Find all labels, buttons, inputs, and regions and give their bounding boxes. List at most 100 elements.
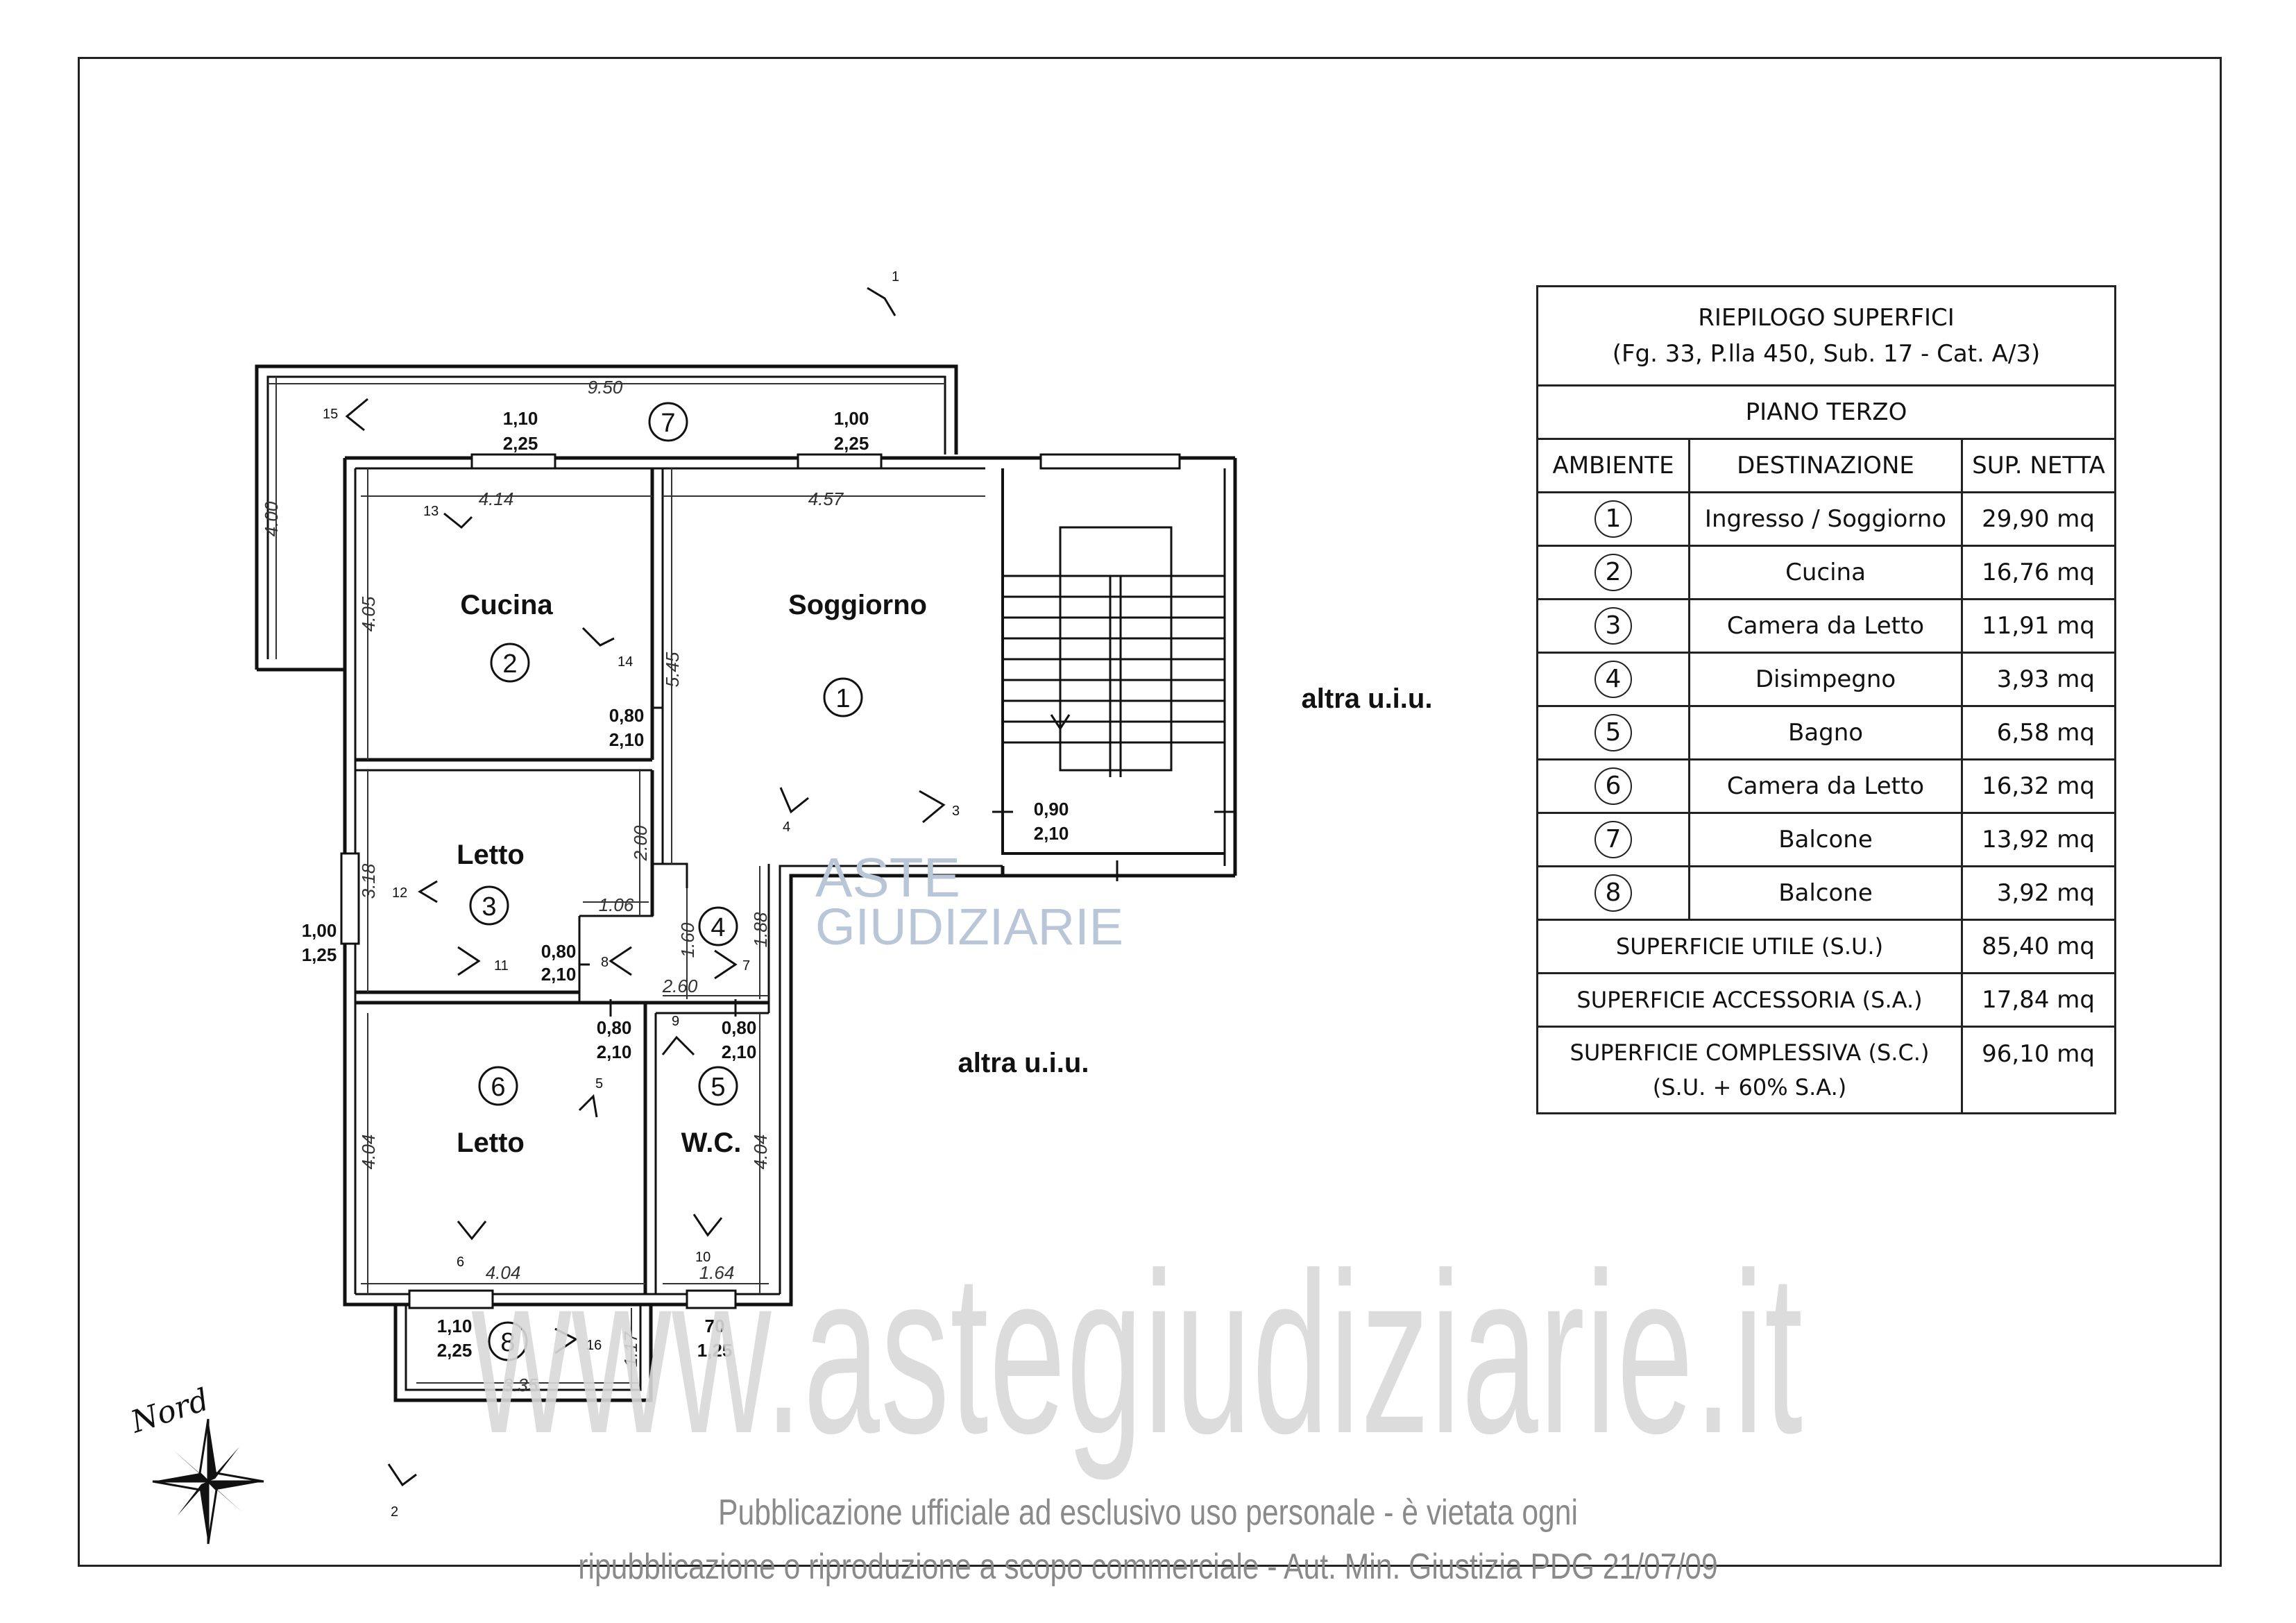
room-marker-6-label: 6 xyxy=(491,1073,505,1102)
opening-height: 2,10 xyxy=(541,964,577,985)
view-number: 4 xyxy=(783,819,790,835)
label-altra-uiu-2: altra u.i.u. xyxy=(958,1048,1089,1078)
opening-height: 2,25 xyxy=(437,1340,473,1361)
summary-title: RIEPILOGO SUPERFICI(Fg. 33, P.lla 450, S… xyxy=(1536,285,2116,386)
dim-text: 4.14 xyxy=(479,488,514,509)
opening-height: 1,25 xyxy=(697,1340,733,1361)
opening-height: 2,10 xyxy=(597,1042,632,1062)
opening-width: 0,90 xyxy=(1034,799,1069,819)
room-marker-3 xyxy=(469,885,509,926)
dim-text: 4.57 xyxy=(808,488,844,509)
surface-summary-table: RIEPILOGO SUPERFICI(Fg. 33, P.lla 450, S… xyxy=(1536,285,2116,1114)
opening-height: 2,25 xyxy=(834,433,869,454)
dim-text: 4.05 xyxy=(358,596,379,631)
opening-width: 1,00 xyxy=(302,920,337,941)
dim-text: 2.60 xyxy=(662,976,698,996)
opening-width: 1,10 xyxy=(437,1316,473,1336)
room-name-letto-3: Letto xyxy=(457,840,525,870)
window-wc xyxy=(686,1289,737,1309)
view-number: 3 xyxy=(952,804,960,819)
outer-wall-west xyxy=(343,458,651,1307)
sheet-frame xyxy=(78,57,2222,1567)
room-marker-8-label: 8 xyxy=(500,1328,515,1357)
window-letto3 xyxy=(340,852,360,945)
opening-height: 2,10 xyxy=(609,729,645,750)
sc-row: SUPERFICIE COMPLESSIVA (S.C.)(S.U. + 60%… xyxy=(1536,1026,2116,1114)
view-markers xyxy=(345,287,946,1487)
balcony8-wall xyxy=(393,1305,653,1402)
view-number: 9 xyxy=(672,1014,679,1029)
window-stair xyxy=(1039,453,1181,470)
view-number: 5 xyxy=(595,1076,603,1091)
dim-text: 4.04 xyxy=(750,1135,771,1170)
view-number: 15 xyxy=(323,407,338,422)
header-destinazione: DESTINAZIONE xyxy=(1688,438,1963,493)
window-soggiorno xyxy=(797,453,883,470)
room-name-letto-6: Letto xyxy=(457,1128,525,1158)
opening-height: 2,10 xyxy=(1034,823,1069,844)
view-number: 6 xyxy=(457,1255,464,1270)
opening-width: 1,00 xyxy=(834,408,869,429)
watermark-logo: ASTE GIUDIZIARIE xyxy=(815,850,1123,953)
balcony7-outer-wall xyxy=(255,364,958,670)
watermark-logo-line2: GIUDIZIARIE xyxy=(815,898,1124,955)
dim-text: 4.04 xyxy=(358,1135,379,1170)
room-marker-8 xyxy=(488,1321,528,1361)
room-marker-1-label: 1 xyxy=(835,684,850,713)
window-cucina xyxy=(470,453,556,470)
dim-text: 3.35 xyxy=(503,1375,538,1395)
room-marker-1 xyxy=(823,677,863,717)
view-number: 12 xyxy=(392,885,407,901)
opening-width: 1,10 xyxy=(503,408,538,429)
view-number: 10 xyxy=(695,1250,711,1265)
view-number: 2 xyxy=(391,1504,398,1520)
room-marker-2-label: 2 xyxy=(502,649,517,679)
dim-text: 9.50 xyxy=(588,377,623,398)
view-number: 13 xyxy=(423,504,439,519)
disclaimer-line2: ripubblicazione o riproduzione a scopo c… xyxy=(578,1547,1718,1587)
opening-width: 0,80 xyxy=(722,1017,757,1038)
opening-width: 70 xyxy=(705,1316,725,1336)
room-marker-4 xyxy=(698,906,738,946)
room-name-soggiorno: Soggiorno xyxy=(788,590,927,620)
dim-text: 1.64 xyxy=(699,1262,735,1283)
header-ambiente: AMBIENTE xyxy=(1536,438,1690,493)
disclaimer-line1: Pubblicazione ufficiale ad esclusivo uso… xyxy=(718,1493,1578,1533)
view-number: 8 xyxy=(601,955,609,970)
room-marker-5-label: 5 xyxy=(711,1073,725,1102)
view-number: 16 xyxy=(586,1338,602,1353)
opening-height: 2,10 xyxy=(722,1042,757,1062)
room-marker-7-label: 7 xyxy=(661,409,675,438)
opening-width: 0,80 xyxy=(597,1017,632,1038)
opening-width: 0,80 xyxy=(541,941,577,962)
room-marker-7 xyxy=(648,402,688,442)
sa-row: SUPERFICIE ACCESSORIA (S.A.)17,84 mq xyxy=(1536,972,2116,1028)
opening-width: 0,80 xyxy=(609,705,645,726)
north-compass-icon xyxy=(152,1418,264,1545)
dim-text: 1.88 xyxy=(750,912,771,947)
watermark-site: www.astegiudiziarie.it xyxy=(472,1225,1804,1481)
dim-text: 1.17 xyxy=(620,1331,641,1367)
label-altra-uiu-1: altra u.i.u. xyxy=(1302,683,1433,714)
dim-text: 5.45 xyxy=(662,652,683,687)
room-name-wc: W.C. xyxy=(681,1128,742,1158)
dim-text: 3.18 xyxy=(358,863,379,899)
dim-text: 1.06 xyxy=(599,894,634,915)
view-number: 1 xyxy=(892,269,899,284)
dim-text: 1.60 xyxy=(677,922,698,958)
room-name-cucina: Cucina xyxy=(460,590,553,620)
summary-floor: PIANO TERZO xyxy=(1536,384,2116,440)
header-sup-netta: SUP. NETTA xyxy=(1961,438,2116,493)
staircase xyxy=(1003,526,1225,777)
dim-text: 4.00 xyxy=(261,501,282,536)
window-letto6 xyxy=(408,1289,494,1309)
dim-text: 2.00 xyxy=(630,825,651,861)
